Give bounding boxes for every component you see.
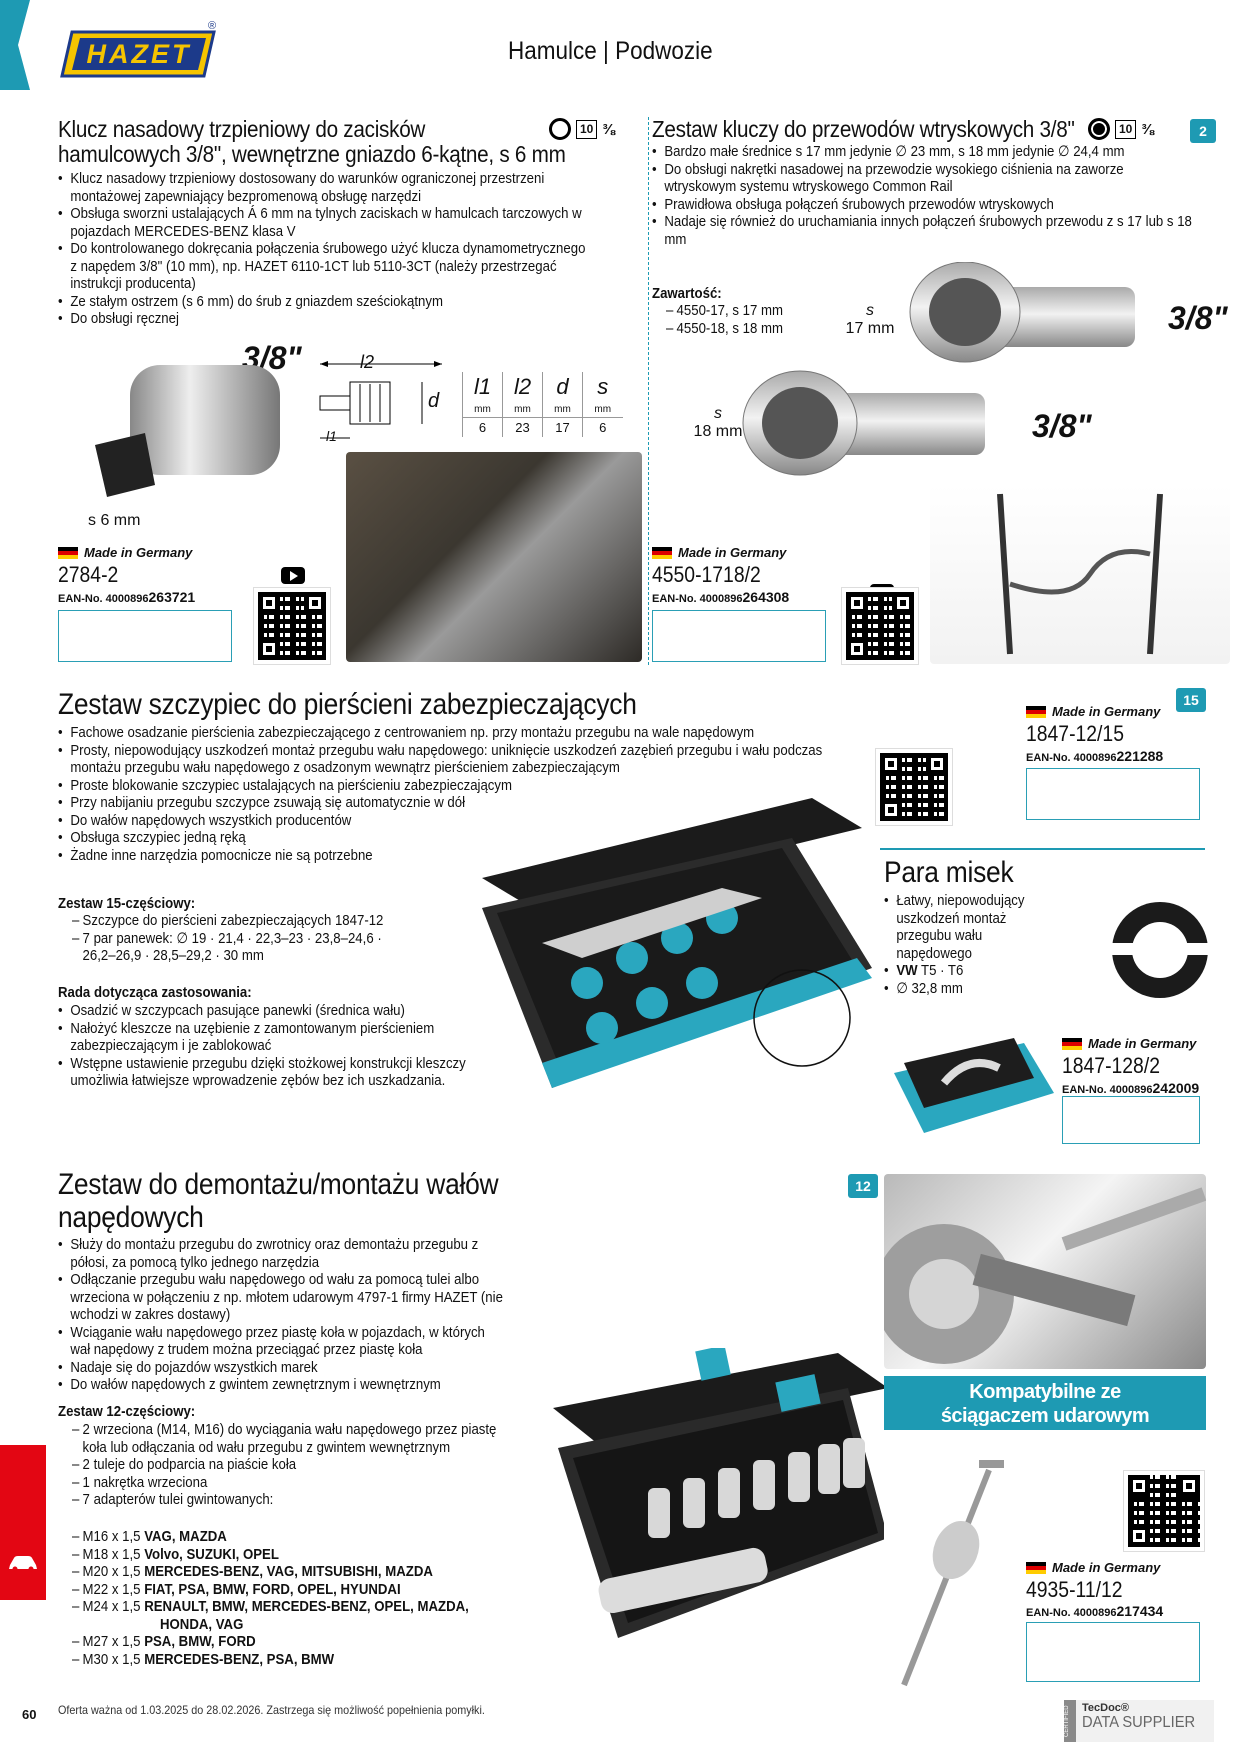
- germany-flag-icon: [652, 546, 672, 559]
- footer-note: Oferta ważna od 1.03.2025 do 28.02.2026.…: [58, 1703, 485, 1717]
- p2-photo-usage: [930, 484, 1230, 664]
- p3-price-box: [1026, 768, 1200, 820]
- p1-socket-image: [95, 365, 280, 497]
- p5-set-items: 2 wrzeciona (M14, M16) do wyciągania wał…: [72, 1421, 503, 1509]
- p4-shell-photo: [884, 1023, 1059, 1143]
- p5-price-box: [1026, 1622, 1200, 1682]
- p5-title: Zestaw do demontażu/montażu wałów napędo…: [58, 1168, 499, 1234]
- page-number: 60: [22, 1707, 37, 1722]
- p5-article-code: 4935-11/12: [1026, 1577, 1123, 1602]
- p5-adapters: M16 x 1,5 VAG, MAZDA M18 x 1,5 Volvo, SU…: [72, 1528, 530, 1668]
- p2-contents-head: Zawartość:: [652, 285, 722, 302]
- p1-article-code: 2784-2: [58, 562, 119, 587]
- p4-price-box: [1062, 1096, 1200, 1144]
- p5-slide-hammer-image: [884, 1440, 1014, 1703]
- p2-socket17-image: [909, 262, 1135, 363]
- p2-ean: EAN-No. 4000896264308: [652, 589, 790, 605]
- p1-dim-d: d: [428, 390, 440, 412]
- p1-bullets: Klucz nasadowy trzpieniowy dostosowany d…: [58, 170, 586, 328]
- p5-qr-code[interactable]: [1123, 1470, 1205, 1552]
- p1-made-in-germany: Made in Germany: [58, 545, 192, 560]
- p1-dim-l1: l1: [326, 428, 337, 444]
- tecdoc-badge: CERTIFIED TecDoc® DATA SUPPLIER: [1064, 1700, 1214, 1742]
- p4-divider: [880, 848, 1205, 850]
- p2-socket18-image: [742, 370, 985, 476]
- p4-article-code: 1847-128/2: [1062, 1053, 1160, 1078]
- p4-ring-image: [1105, 902, 1215, 998]
- p2-title: Zestaw kluczy do przewodów wtryskowych 3…: [652, 116, 1075, 142]
- car-icon: [9, 1556, 37, 1572]
- p5-usage-photo: [874, 1174, 1207, 1369]
- p3-advice: Osadzić w szczypcach pasujące panewki (ś…: [58, 1002, 472, 1090]
- p2-price-box: [652, 610, 826, 662]
- p3-set-items: Szczypce do pierścieni zabezpieczających…: [72, 912, 442, 965]
- p4-bullets: Łatwy, niepowodujący uszkodzeń montaż pr…: [884, 892, 1060, 997]
- p4-made-in-germany: Made in Germany: [1062, 1036, 1196, 1051]
- p1-qr-code[interactable]: [253, 587, 331, 665]
- p4-title: Para misek: [884, 856, 1014, 889]
- p3-qr-code[interactable]: [875, 748, 953, 826]
- p2-qr-code[interactable]: [841, 587, 919, 665]
- p5-bullets: Służy do montażu przegubu do zwrotnicy o…: [58, 1236, 507, 1394]
- p1-dimension-drawing: [319, 361, 442, 439]
- p1-video-icon[interactable]: [281, 567, 305, 584]
- p2-set-count-badge: 2: [1190, 119, 1216, 143]
- p3-case-image: [482, 798, 872, 1088]
- section-title: Hamulce | Podwozie: [508, 37, 713, 65]
- germany-flag-icon: [58, 546, 78, 559]
- hazet-logo: HAZET ®: [58, 20, 220, 82]
- p5-ean: EAN-No. 4000896217434: [1026, 1603, 1164, 1619]
- p4-ean: EAN-No. 4000896242009: [1062, 1080, 1200, 1096]
- p2-drive1: 3/8": [1168, 300, 1228, 336]
- germany-flag-icon: [1026, 705, 1046, 718]
- p1-photo-brake: [346, 452, 642, 662]
- ring-full-icon: [1088, 118, 1110, 140]
- p2-drive2: 3/8": [1032, 408, 1092, 444]
- p2-contents: 4550-17, s 17 mm 4550-18, s 18 mm: [666, 302, 842, 337]
- side-tab-chapter: [0, 1445, 46, 1600]
- p2-bullets: Bardzo małe średnice s 17 mm jedynie ∅ 2…: [652, 143, 1198, 248]
- p1-s-label: s 6 mm: [88, 512, 141, 529]
- germany-flag-icon: [1062, 1037, 1082, 1050]
- p5-made-in-germany: Made in Germany: [1026, 1560, 1160, 1575]
- p3-ean: EAN-No. 4000896221288: [1026, 748, 1164, 764]
- ring-icon: [549, 118, 571, 140]
- column-divider: [648, 117, 649, 665]
- p2-article-code: 4550-1718/2: [652, 562, 761, 587]
- germany-flag-icon: [1026, 1561, 1046, 1574]
- p3-made-in-germany: Made in Germany: [1026, 704, 1160, 719]
- p5-case-image: [553, 1348, 888, 1638]
- p3-title: Zestaw szczypiec do pierścieni zabezpiec…: [58, 688, 637, 721]
- p3-advice-head: Rada dotycząca zastosowania:: [58, 984, 252, 1001]
- p1-price-box: [58, 610, 232, 662]
- p2-spec-symbols: 10 ⅜: [1088, 118, 1154, 140]
- p1-spec-symbols: 10 ⅜: [549, 118, 615, 140]
- p2-made-in-germany: Made in Germany: [652, 545, 786, 560]
- p3-set-head: Zestaw 15-częściowy:: [58, 895, 196, 912]
- p5-set-head: Zestaw 12-częściowy:: [58, 1403, 196, 1420]
- p1-ean: EAN-No. 4000896263721: [58, 589, 196, 605]
- p3-article-code: 1847-12/15: [1026, 721, 1124, 746]
- p5-set-count-badge: 12: [848, 1174, 878, 1198]
- p3-bullets: Fachowe osadzanie pierścienia zabezpiecz…: [58, 724, 824, 864]
- p1-dim-l2: l2: [360, 352, 375, 372]
- p3-set-count-badge: 15: [1176, 688, 1206, 712]
- p1-title: Klucz nasadowy trzpieniowy do zacisków h…: [58, 116, 566, 167]
- p5-compat-banner: Kompatybilne ze ściągaczem udarowym 4797…: [884, 1376, 1206, 1451]
- side-tab-top: [0, 0, 30, 90]
